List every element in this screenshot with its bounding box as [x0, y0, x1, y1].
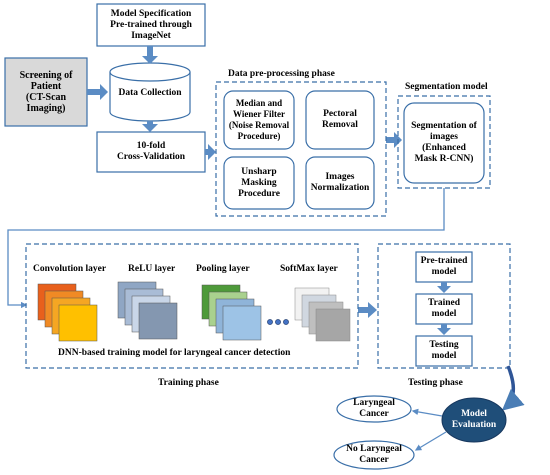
testing-model-box [415, 335, 473, 367]
trained-model-box [415, 293, 473, 325]
laryngeal-cancer-text: Laryngeal Cancer [353, 398, 395, 419]
dnn-caption: DNN-based training model for laryngeal c… [58, 348, 291, 358]
convolution-label: Convolution layer [33, 264, 107, 274]
pretrained-model-text: Pre-trained model [420, 256, 468, 277]
no-laryngeal-cancer-oval [333, 440, 415, 470]
convolution-stack [37, 283, 98, 342]
no-laryngeal-cancer-text: No Laryngeal Cancer [346, 444, 402, 465]
testing-arrows [437, 282, 451, 335]
pretrained-model-box [415, 251, 473, 283]
screening-box [4, 57, 88, 127]
model-spec-box [96, 3, 206, 47]
median-filter-box [223, 90, 295, 150]
laryngeal-cancer-oval [336, 395, 412, 423]
model-evaluation-text: Model Evaluation [451, 409, 497, 430]
unsharp-masking-text: Unsharp Masking Procedure [238, 166, 280, 199]
median-filter-text: Median and Wiener Filter (Noise Removal … [228, 98, 290, 141]
cross-validation-text: 10-fold Cross-Validation [116, 141, 186, 162]
relu-label: ReLU layer [128, 264, 176, 274]
pectoral-removal-box [305, 90, 375, 150]
arrow-to-laryngeal [411, 408, 443, 417]
pooling-label: Pooling layer [196, 264, 250, 274]
model-spec-text: Model Specification Pre-trained through … [110, 8, 192, 41]
testing-model-text: Testing model [429, 340, 459, 361]
testing-phase-label: Testing phase [408, 378, 463, 388]
pectoral-removal-text: Pectoral Removal [322, 109, 358, 130]
unsharp-masking-box [223, 156, 295, 210]
arrow-to-no-laryngeal [414, 431, 447, 451]
images-normalization-text: Images Normalization [310, 172, 370, 193]
pooling-stack [201, 284, 262, 341]
cross-validation-box [96, 131, 206, 173]
curved-arrow-to-evaluation [501, 365, 525, 411]
relu-stack [117, 281, 178, 340]
images-normalization-box [305, 156, 375, 210]
training-phase-label: Training phase [158, 378, 219, 388]
data-collection-text: Data Collection [118, 87, 182, 98]
screening-text: Screening of Patient (CT-Scan Imaging) [19, 70, 73, 114]
connector-seg-to-training [7, 188, 445, 309]
preprocessing-title: Data pre-processing phase [228, 69, 335, 79]
segmentation-text: Segmentation of images (Enhanced Mask R-… [411, 121, 477, 164]
softmax-stack [294, 287, 351, 342]
segmentation-inner-box [403, 102, 485, 184]
segmentation-title: Segmentation model [405, 82, 488, 92]
trained-model-text: Trained model [427, 298, 461, 319]
model-evaluation-oval [441, 397, 507, 443]
ellipsis-dots [267, 319, 289, 325]
softmax-label: SoftMax layer [280, 264, 338, 274]
training-container [25, 243, 359, 369]
segmentation-container [397, 95, 491, 189]
preprocessing-container [215, 81, 387, 217]
testing-container [377, 243, 511, 369]
